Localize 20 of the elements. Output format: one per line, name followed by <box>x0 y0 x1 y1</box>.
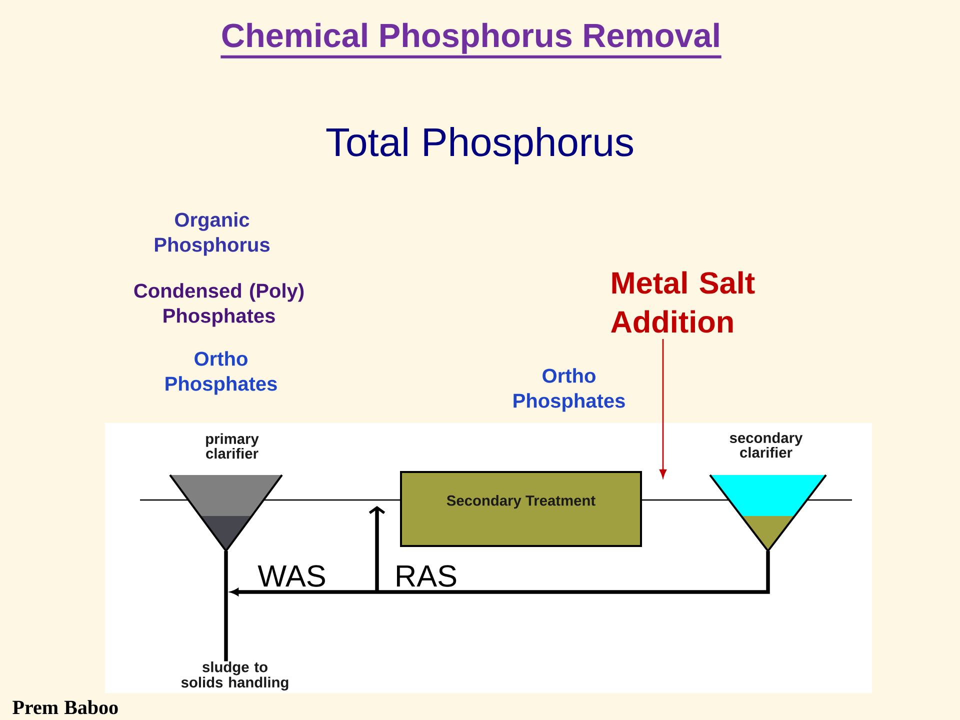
callout-text: Metal Salt Addition <box>611 271 755 333</box>
text-label: Ortho Phosphates <box>514 368 625 412</box>
text-label: Condensed (Poly) Phosphates <box>134 283 304 327</box>
process-box: Secondary Treatment <box>400 471 642 547</box>
text-label: Ortho Phosphates <box>166 351 277 395</box>
tank-label: secondary clarifier <box>730 432 803 458</box>
arrow <box>230 588 377 596</box>
edge-label: WAS <box>258 565 325 587</box>
subtitle: Total Phosphorus <box>326 127 633 164</box>
arrow <box>660 339 667 478</box>
pipe-line <box>140 499 188 501</box>
pipe-line <box>806 499 852 501</box>
credit-text: Prem Baboo <box>12 700 118 714</box>
outlet-label: sludge to solids handling <box>181 661 288 691</box>
pipe-line <box>642 499 730 501</box>
text-label: Organic Phosphorus <box>155 212 270 256</box>
pipe-line <box>264 499 400 501</box>
pipe-line <box>224 551 228 662</box>
tank-label: primary clarifier <box>206 433 259 459</box>
title: Chemical Phosphorus Removal <box>220 22 722 58</box>
